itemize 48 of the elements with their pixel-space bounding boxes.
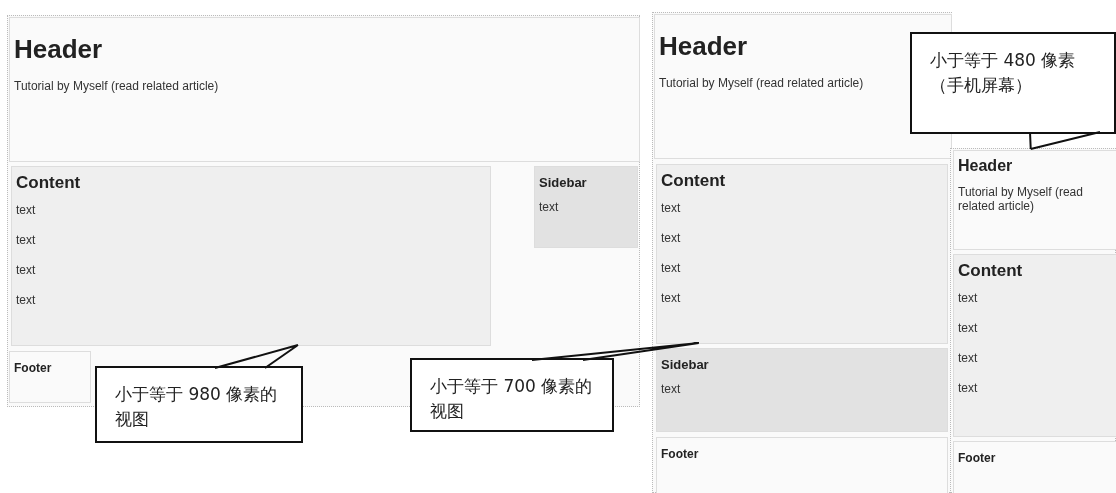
- section-heading: Footer: [14, 361, 52, 375]
- body-text: text: [958, 351, 978, 365]
- body-text: text: [16, 233, 36, 247]
- body-text: Tutorial by Myself (read related article): [659, 76, 864, 90]
- callout-tooltip: [410, 358, 614, 432]
- content-section: [656, 164, 948, 344]
- callout-tail: [214, 344, 299, 369]
- footer-section: [656, 437, 948, 493]
- section-heading: Footer: [958, 451, 996, 465]
- callout-tooltip: [910, 32, 1116, 134]
- callout-tail: [1029, 131, 1101, 150]
- header-section: [953, 150, 1116, 250]
- body-text: text: [661, 201, 681, 215]
- section-heading: Sidebar: [661, 357, 709, 372]
- section-heading: Content: [661, 171, 726, 191]
- body-text: text: [661, 261, 681, 275]
- layout-frame: [950, 148, 1116, 493]
- callout-tail: [531, 342, 700, 361]
- body-text: text: [661, 382, 681, 396]
- content-section: [11, 166, 491, 346]
- footer-section: [9, 351, 91, 403]
- body-text: Tutorial by Myself (read related article): [14, 79, 219, 93]
- body-text: Tutorial by Myself (read related article): [958, 185, 1084, 213]
- sidebar-section: [656, 348, 948, 432]
- body-text: text: [958, 381, 978, 395]
- callout-tooltip: [95, 366, 303, 443]
- body-text: text: [16, 263, 36, 277]
- content-section: [953, 254, 1116, 437]
- section-heading: Content: [16, 173, 81, 193]
- section-heading: Footer: [661, 447, 699, 461]
- body-text: text: [16, 203, 36, 217]
- callout-text: 小于等于 700 像素的视图: [430, 375, 594, 423]
- section-heading: Sidebar: [539, 175, 587, 190]
- header-section: [9, 17, 640, 162]
- callout-text: 小于等于 480 像素（手机屏幕）: [930, 49, 1077, 97]
- body-text: text: [661, 291, 681, 305]
- section-heading: Content: [958, 261, 1023, 281]
- body-text: text: [16, 293, 36, 307]
- body-text: text: [661, 231, 681, 245]
- sidebar-section: [534, 166, 638, 248]
- callout-text: 小于等于 980 像素的视图: [115, 383, 279, 431]
- section-heading: Header: [659, 31, 748, 62]
- section-heading: Header: [958, 157, 1013, 175]
- footer-section: [953, 441, 1116, 493]
- body-text: text: [958, 291, 978, 305]
- body-text: text: [958, 321, 978, 335]
- body-text: text: [539, 200, 559, 214]
- section-heading: Header: [14, 34, 103, 65]
